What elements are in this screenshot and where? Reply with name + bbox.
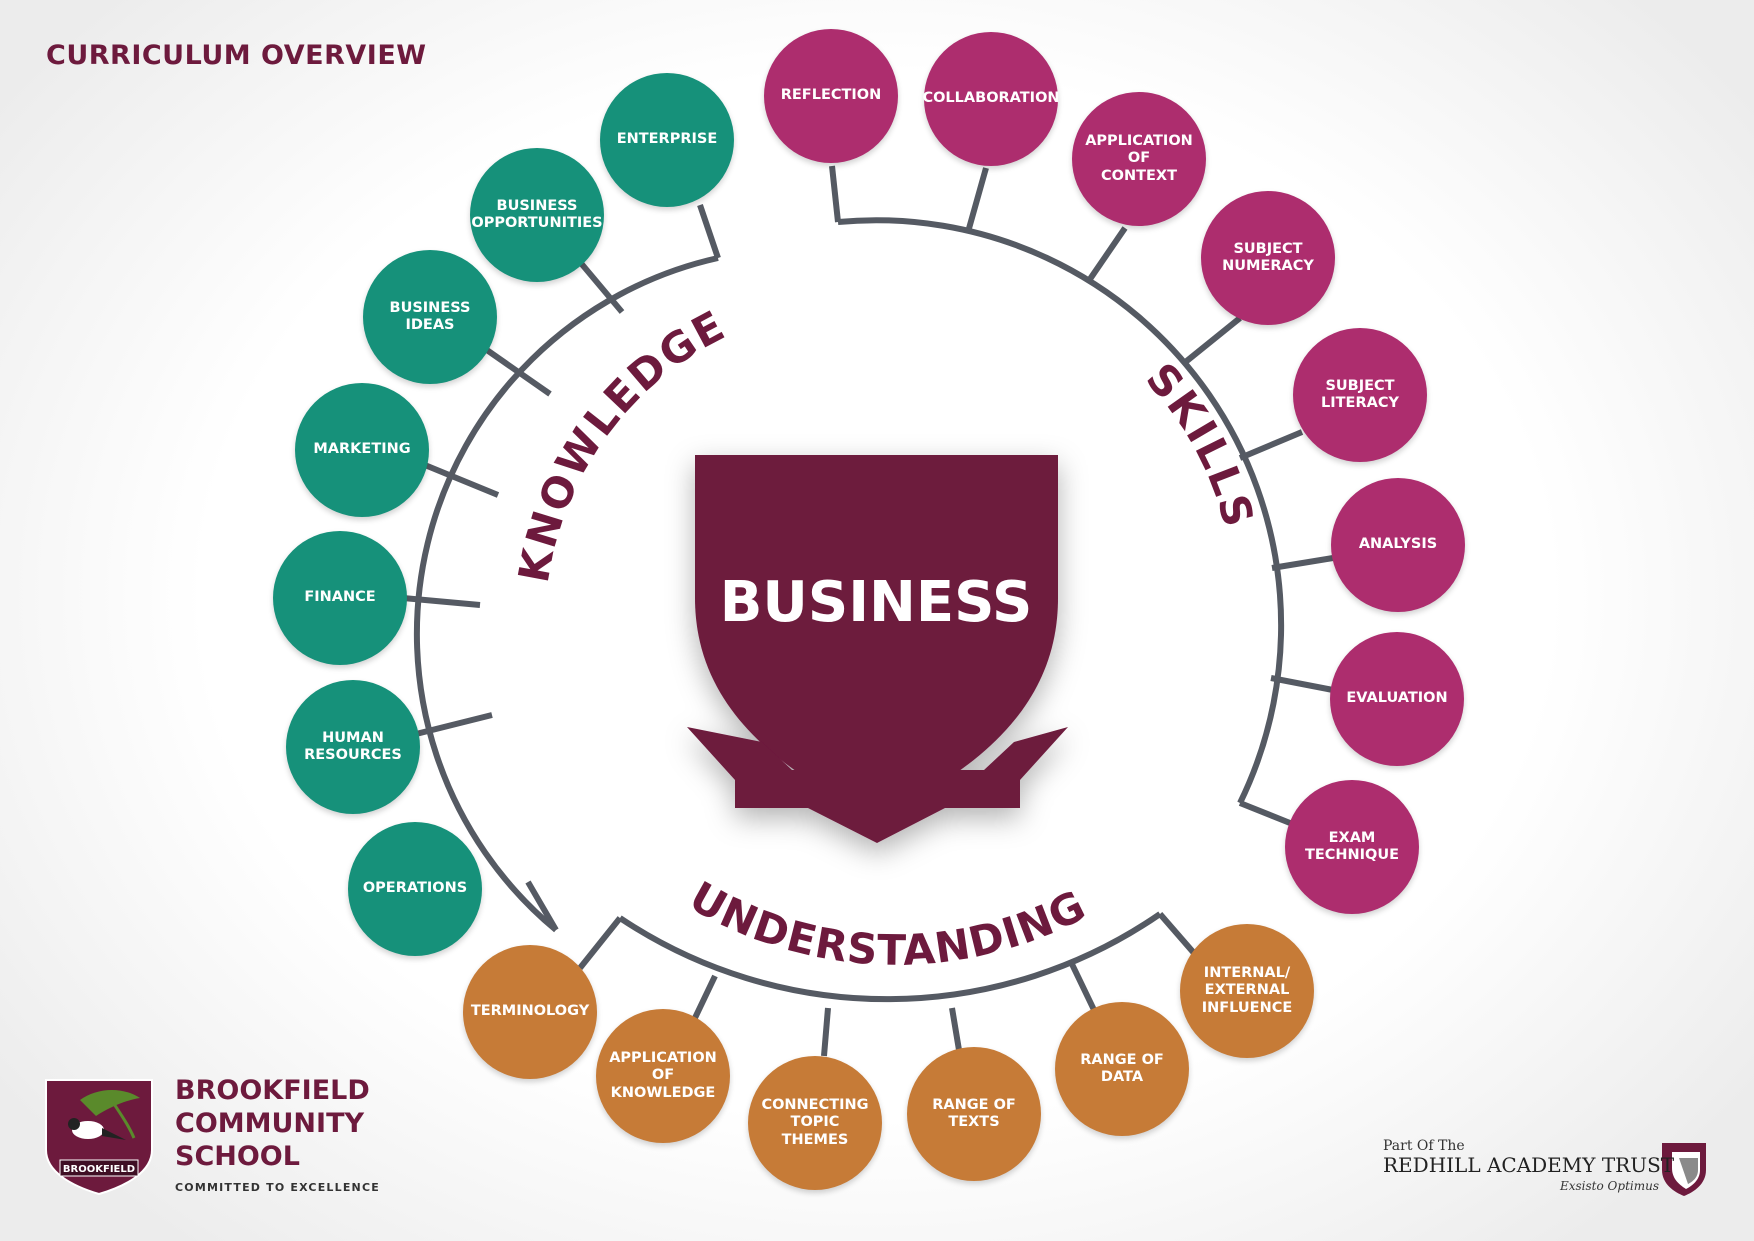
knowledge-item-enterprise: ENTERPRISE xyxy=(600,73,734,207)
understanding-item-range-of-data: RANGE OF DATA xyxy=(1055,1002,1189,1136)
skills-spoke xyxy=(1238,429,1304,461)
knowledge-bracket-top xyxy=(697,204,721,259)
skills-item-subject-numeracy: SUBJECT NUMERACY xyxy=(1201,191,1335,325)
trust-part-of: Part Of The xyxy=(1383,1138,1465,1154)
skills-bracket-bottom xyxy=(1238,800,1292,826)
knowledge-spoke xyxy=(482,345,552,397)
knowledge-arc xyxy=(413,255,719,933)
skills-spoke xyxy=(1270,675,1334,693)
knowledge-spoke xyxy=(418,460,500,498)
school-name: BROOKFIELD COMMUNITY SCHOOL xyxy=(175,1075,370,1172)
school-motto: COMMITTED TO EXCELLENCE xyxy=(175,1181,380,1194)
skills-item-subject-literacy: SUBJECT LITERACY xyxy=(1293,328,1427,462)
skills-spoke xyxy=(1181,315,1242,367)
understanding-item-range-of-texts: RANGE OF TEXTS xyxy=(907,1047,1041,1181)
understanding-item-internal-external-influence: INTERNAL/ EXTERNAL INFLUENCE xyxy=(1180,924,1314,1058)
knowledge-item-finance: FINANCE xyxy=(273,531,407,665)
understanding-bracket-left xyxy=(577,916,623,970)
skills-item-collaboration: COLLABORATION xyxy=(922,32,1060,166)
skills-item-reflection: REFLECTION xyxy=(764,29,898,163)
brookfield-crest-icon xyxy=(45,1079,153,1196)
knowledge-item-operations: OPERATIONS xyxy=(348,822,482,956)
section-label-understanding: UNDERSTANDING xyxy=(682,872,1094,975)
skills-bracket-top xyxy=(829,165,841,223)
skills-item-analysis: ANALYSIS xyxy=(1331,478,1465,612)
center-subject: BUSINESS xyxy=(720,570,1033,635)
skills-item-evaluation: EVALUATION xyxy=(1330,632,1464,766)
shield-ribbon xyxy=(687,727,1068,843)
understanding-spoke xyxy=(1067,958,1098,1014)
knowledge-item-marketing: MARKETING xyxy=(295,383,429,517)
knowledge-item-business-opportunities: BUSINESS OPPORTUNITIES xyxy=(470,148,604,282)
trust-name: REDHILL ACADEMY TRUST xyxy=(1383,1153,1675,1177)
skills-spoke xyxy=(965,167,989,233)
shield-body xyxy=(695,455,1058,790)
skills-item-exam-technique: EXAM TECHNIQUE xyxy=(1285,780,1419,914)
skills-spoke xyxy=(1271,555,1334,571)
crest-label: BROOKFIELD xyxy=(63,1164,135,1175)
understanding-item-terminology: TERMINOLOGY xyxy=(463,945,597,1079)
knowledge-bracket-bottom xyxy=(525,880,559,932)
understanding-spoke xyxy=(821,1007,831,1057)
knowledge-item-business-ideas: BUSINESS IDEAS xyxy=(363,250,497,384)
understanding-arc xyxy=(618,911,1162,1003)
page-title: CURRICULUM OVERVIEW xyxy=(46,40,427,71)
understanding-item-application-of-knowledge: APPLICATION OF KNOWLEDGE xyxy=(596,1009,730,1143)
trust-motto: Exsisto Optimus xyxy=(1560,1179,1659,1193)
understanding-spoke xyxy=(691,974,718,1022)
knowledge-spoke xyxy=(402,595,481,608)
knowledge-spoke xyxy=(411,712,493,738)
knowledge-item-human-resources: HUMAN RESOURCES xyxy=(286,680,420,814)
knowledge-spoke xyxy=(577,260,625,314)
skills-spoke xyxy=(1085,226,1128,284)
understanding-item-connecting-topic-themes: CONNECTING TOPIC THEMES xyxy=(748,1056,882,1190)
skills-item-application-of-context: APPLICATION OF CONTEXT xyxy=(1072,92,1206,226)
redhill-shield-icon xyxy=(1662,1143,1706,1196)
business-shield xyxy=(687,455,1068,843)
